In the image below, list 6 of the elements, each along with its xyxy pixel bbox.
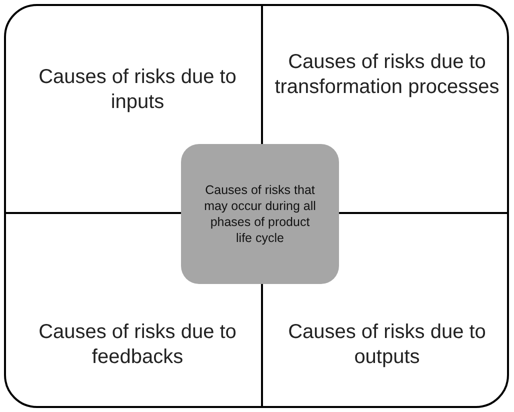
center-box xyxy=(181,144,339,284)
quadrant-label: Causes of risks due to feedbacks xyxy=(20,320,255,370)
quadrant-label: Causes of risks due to outputs xyxy=(272,320,502,370)
quadrant-label: Causes of risks due to transformation processes xyxy=(272,50,502,100)
center-text: Causes of risks that may occur during all phases of product life cycle xyxy=(203,182,317,246)
quadrant-label: Causes of risks due to inputs xyxy=(20,65,255,115)
